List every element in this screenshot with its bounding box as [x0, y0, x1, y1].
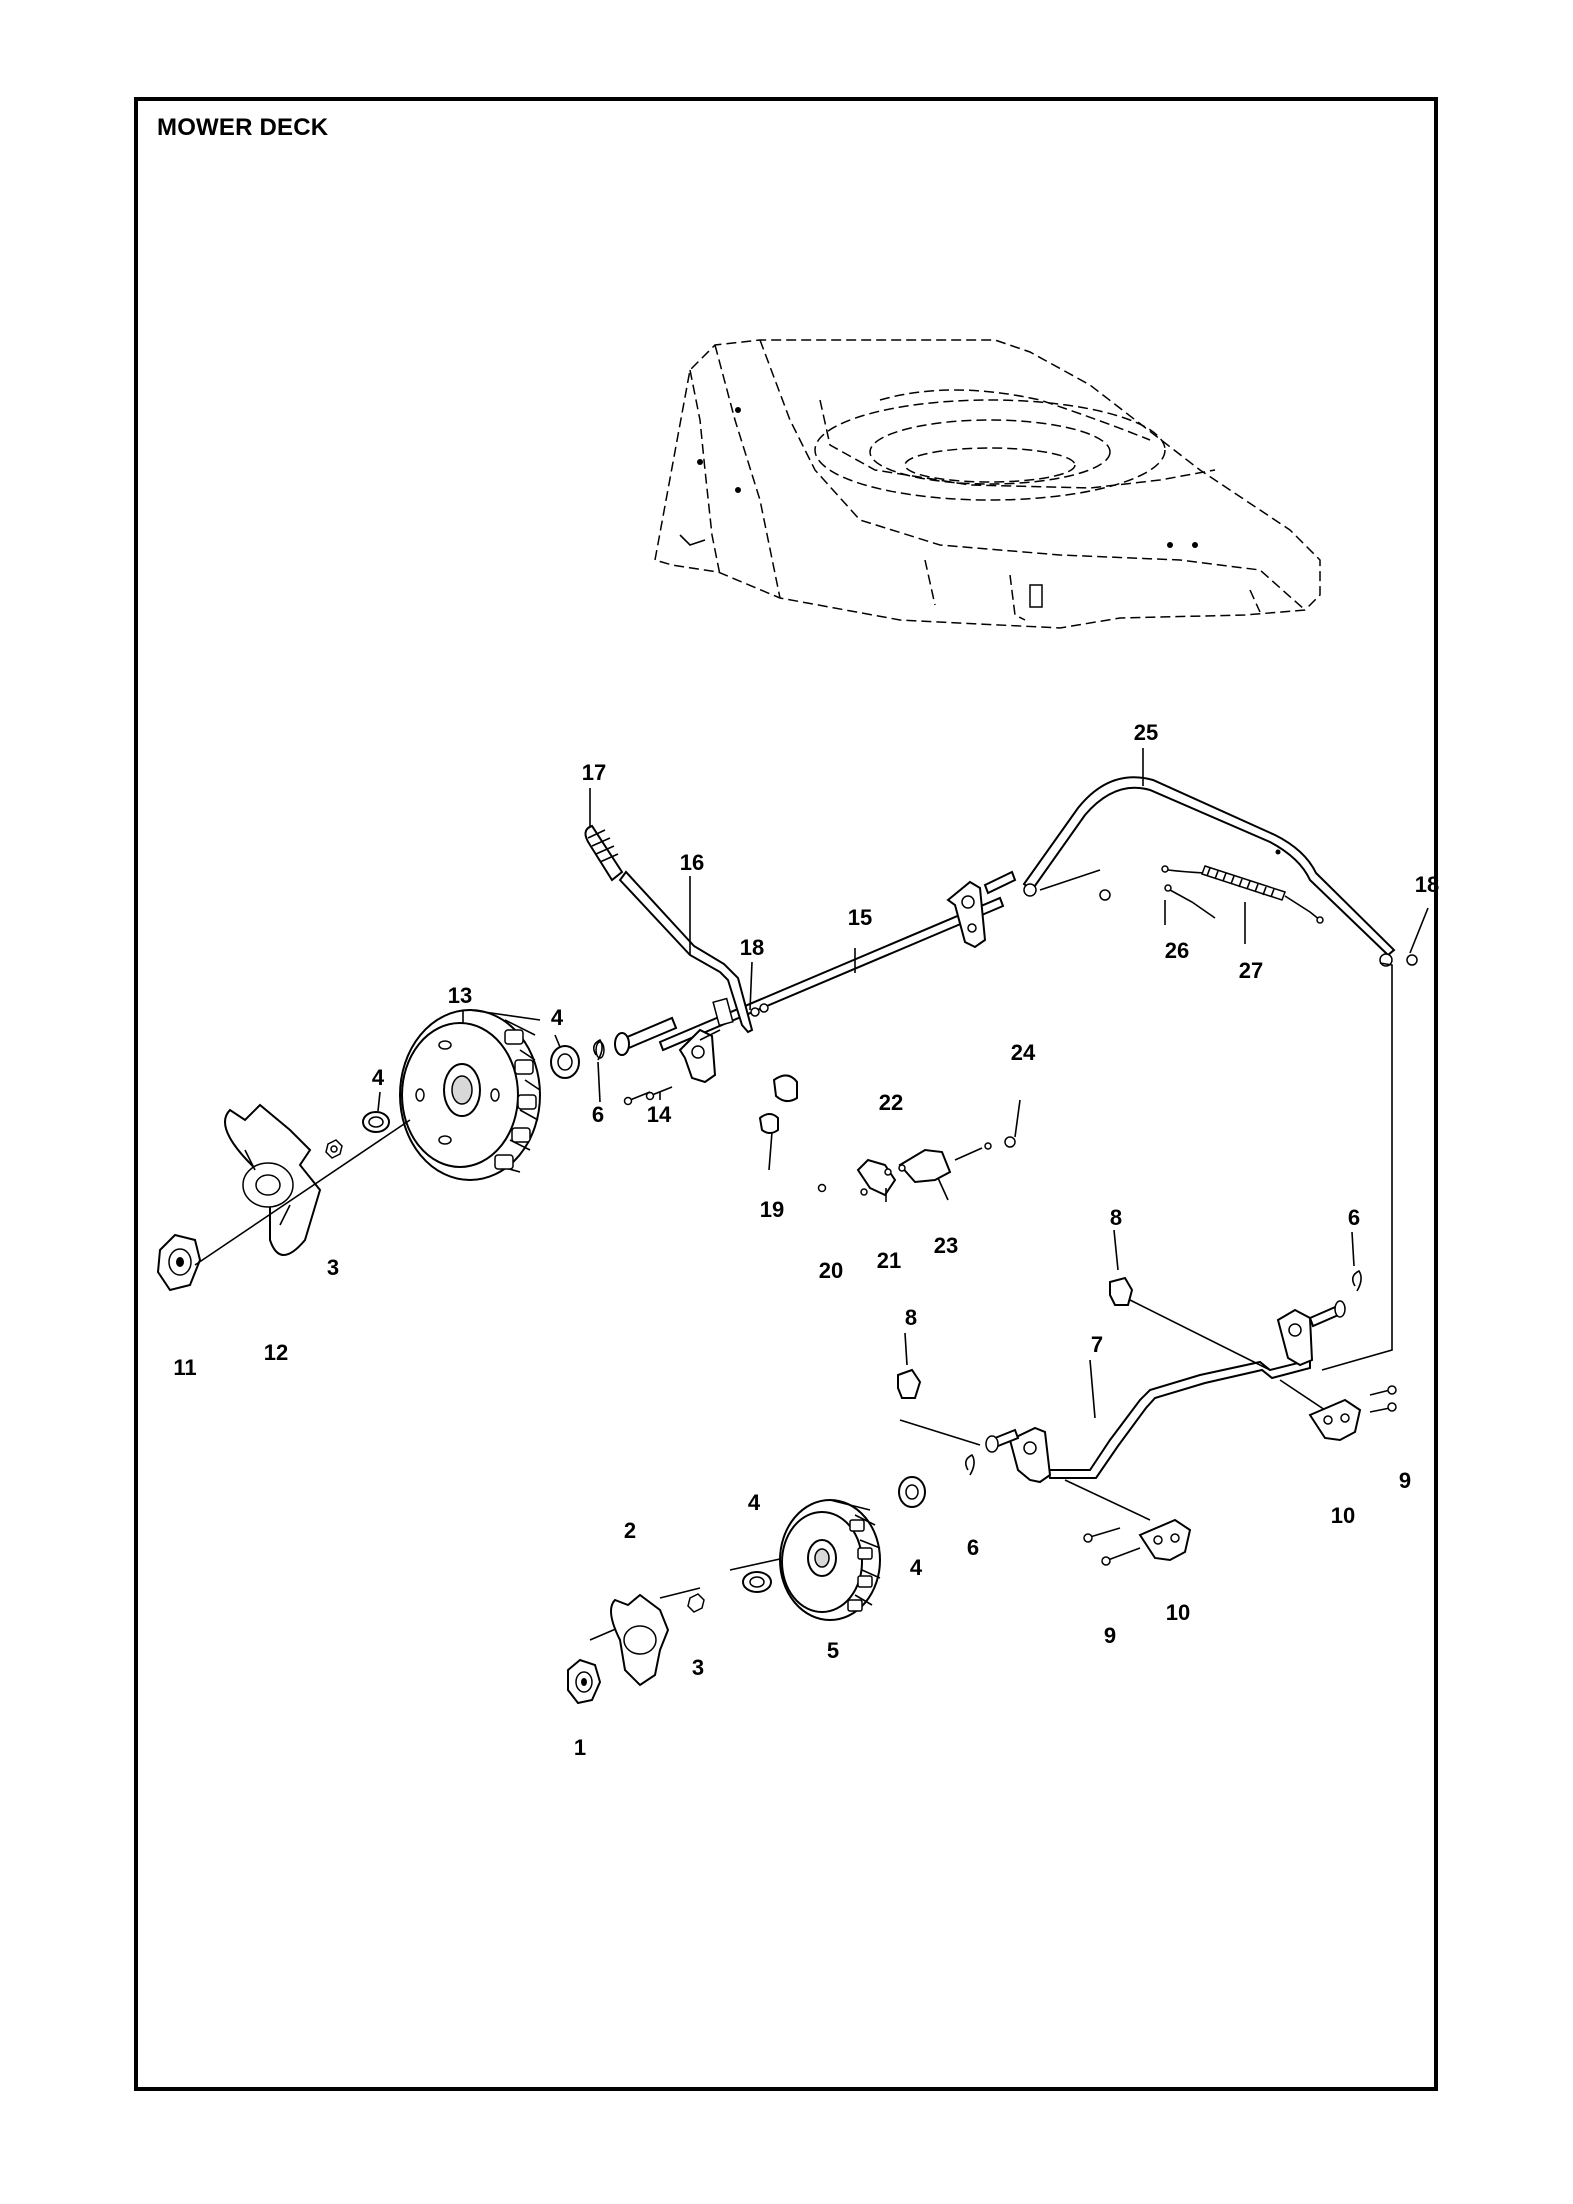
part-plastic-clip — [897, 1276, 1134, 1399]
label-leaders — [377, 748, 1429, 1419]
part-handle-bar — [1022, 776, 1396, 967]
label-part-9-lower: 9 — [1104, 1623, 1116, 1648]
label-part-17: 17 — [582, 760, 606, 785]
label-part-19: 19 — [760, 1197, 784, 1222]
label-part-2: 2 — [624, 1518, 636, 1543]
part-rear-bearing-inner — [362, 1111, 390, 1133]
part-front-axle — [985, 1300, 1346, 1484]
page-title: MOWER DECK — [157, 114, 329, 141]
part-lock-nut — [1099, 889, 1418, 966]
label-part-24: 24 — [1011, 1040, 1036, 1065]
part-retaining-clip — [592, 1038, 1362, 1476]
label-part-8-upper: 8 — [1110, 1205, 1122, 1230]
label-part-6-front: 6 — [967, 1535, 979, 1560]
label-part-15: 15 — [848, 905, 872, 930]
part-height-lever — [584, 824, 754, 1034]
label-part-9-right: 9 — [1399, 1468, 1411, 1493]
label-part-3-front: 3 — [692, 1655, 704, 1680]
part-axle-bracket — [1138, 1398, 1362, 1562]
part-bushing — [758, 1074, 798, 1134]
label-part-6-right: 6 — [1348, 1205, 1360, 1230]
label-part-8-lower: 8 — [905, 1305, 917, 1330]
label-part-6-rear: 6 — [592, 1102, 604, 1127]
label-part-22: 22 — [879, 1090, 903, 1115]
part-rear-nut — [325, 1139, 343, 1159]
label-part-16: 16 — [680, 850, 704, 875]
label-part-10-right: 10 — [1331, 1503, 1355, 1528]
part-front-bearing-inner — [742, 1571, 772, 1593]
label-part-21: 21 — [877, 1248, 901, 1273]
label-part-25: 25 — [1134, 720, 1158, 745]
rear-axle-centerline — [194, 1119, 411, 1266]
part-labels: 1 2 3 3 4 4 4 4 5 6 6 6 7 8 8 9 9 10 10 … — [173, 720, 1439, 1760]
label-part-23: 23 — [934, 1233, 958, 1258]
part-rear-hubcap — [224, 1103, 322, 1256]
label-part-14: 14 — [647, 1102, 672, 1127]
label-part-4-front-outer: 4 — [910, 1555, 923, 1580]
label-part-26: 26 — [1165, 938, 1189, 963]
part-front-bearing-outer — [898, 1476, 926, 1508]
part-rear-wheel-cap — [156, 1233, 202, 1292]
label-part-4-front-inner: 4 — [748, 1490, 761, 1515]
label-part-12: 12 — [264, 1340, 288, 1365]
label-part-13: 13 — [448, 983, 472, 1008]
part-front-wheel — [779, 1499, 881, 1621]
label-part-4-rear-outer: 4 — [551, 1005, 564, 1030]
label-part-27: 27 — [1239, 958, 1263, 983]
label-part-1: 1 — [574, 1735, 586, 1760]
part-spring — [1161, 865, 1324, 924]
label-part-7: 7 — [1091, 1332, 1103, 1357]
part-rear-wheel — [399, 1009, 541, 1181]
label-part-3-rear: 3 — [327, 1255, 339, 1280]
part-front-hubcap — [610, 1593, 670, 1687]
label-part-11: 11 — [173, 1355, 196, 1380]
part-latch-assembly — [817, 1136, 1016, 1197]
label-part-18-left: 18 — [740, 935, 764, 960]
label-part-5: 5 — [827, 1638, 839, 1663]
part-rear-bearing-outer — [550, 1045, 580, 1079]
part-rear-axle-rod — [595, 870, 1017, 1084]
mower-deck-shell — [654, 339, 1321, 629]
part-screw — [1083, 1385, 1397, 1566]
label-part-10-lower: 10 — [1166, 1600, 1190, 1625]
part-rear-screw — [623, 1086, 673, 1106]
diagram-frame — [134, 97, 1438, 2091]
label-part-18-right: 18 — [1415, 872, 1439, 897]
leader-lines — [589, 962, 1393, 1641]
label-part-20: 20 — [819, 1258, 843, 1283]
part-front-wheel-cap — [567, 1658, 602, 1705]
label-part-4-rear-inner: 4 — [372, 1065, 385, 1090]
part-front-nut — [687, 1593, 705, 1613]
